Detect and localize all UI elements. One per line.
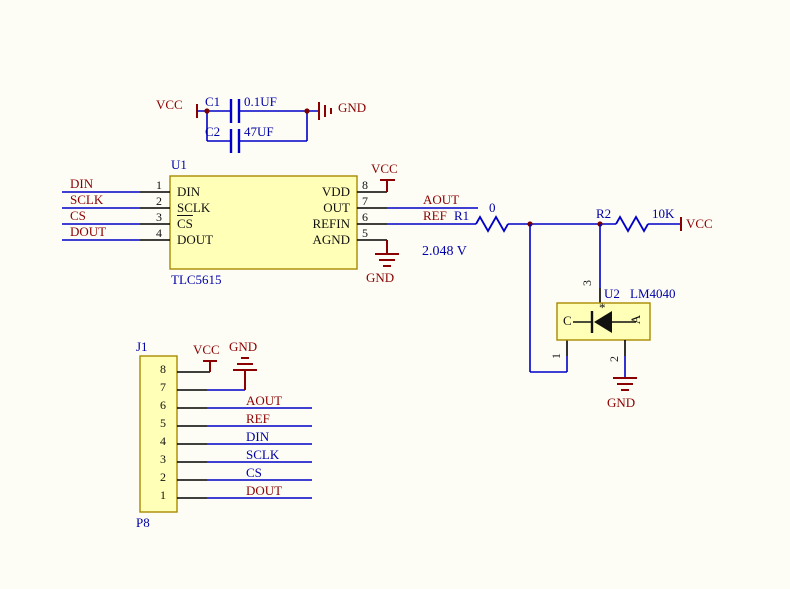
net-label-sclk-j1: SCLK: [246, 447, 280, 462]
u2-pin-number-1: 1: [549, 353, 563, 359]
power-port-gnd-u1: GND: [366, 270, 395, 285]
u1-left-pins: [62, 191, 170, 241]
j1-pin-number-2: 2: [160, 470, 166, 484]
u2-designator: U2: [604, 286, 620, 301]
ref-net-wires: [508, 221, 616, 373]
u1-pin-number-4: 4: [156, 226, 162, 240]
net-label-din-j1: DIN: [246, 429, 270, 444]
j1-part-number: P8: [136, 515, 150, 530]
net-label-ref: REF: [423, 208, 447, 223]
r1-resistor-symbol: [475, 215, 509, 233]
j1-pins: [177, 371, 312, 499]
power-port-vcc-u1: VCC: [371, 161, 398, 176]
r2-value: 10K: [652, 206, 675, 221]
u2-polarity-mark: *: [599, 300, 606, 315]
u1-pin-name-din: DIN: [177, 184, 201, 199]
u2-pin-number-3: 3: [580, 280, 594, 286]
junction-dot: [304, 108, 310, 114]
power-port-vcc-j1: VCC: [193, 342, 220, 357]
net-label-ref-j1: REF: [246, 411, 270, 426]
u1-pin-name-out: OUT: [323, 200, 350, 215]
net-label-cs: CS: [70, 208, 86, 223]
ref-voltage-annotation: 2.048 V: [422, 244, 467, 259]
u1-pin-number-1: 1: [156, 178, 162, 192]
net-label-dout-j1: DOUT: [246, 483, 283, 498]
c2-capacitor-symbol: [229, 129, 241, 153]
u2-anode-label: A: [628, 314, 644, 325]
net-label-din: DIN: [70, 176, 94, 191]
u1-pin-number-8: 8: [362, 178, 368, 192]
power-port-vcc-top: VCC: [156, 97, 183, 112]
j1-vcc-symbol: [203, 360, 217, 372]
u1-pin-name-cs: CS: [177, 216, 193, 231]
j1-pin-number-8: 8: [160, 362, 166, 376]
net-label-dout: DOUT: [70, 224, 107, 239]
u2-part-number: LM4040: [630, 286, 676, 301]
u1-pin-number-3: 3: [156, 210, 162, 224]
j1-pin-number-3: 3: [160, 452, 166, 466]
j1-gnd-symbol: [233, 357, 257, 390]
u1-vcc-symbol: [380, 179, 395, 192]
u1-designator: U1: [171, 157, 187, 172]
u1-part-number: TLC5615: [171, 272, 222, 287]
u1-pin-number-5: 5: [362, 226, 368, 240]
u1-pin-number-7: 7: [362, 194, 368, 208]
c2-value: 47UF: [244, 124, 274, 139]
c1-value: 0.1UF: [244, 94, 277, 109]
u1-pin-name-agnd: AGND: [312, 232, 350, 247]
c1-capacitor-symbol: [229, 99, 241, 123]
power-port-gnd-top: GND: [338, 100, 367, 115]
r2-resistor-symbol: [615, 215, 681, 233]
r1-value: 0: [489, 200, 496, 215]
net-label-cs-j1: CS: [246, 465, 262, 480]
c2-designator: C2: [205, 124, 221, 139]
u2-pin-number-2: 2: [607, 356, 621, 362]
u2-gnd-symbol: [613, 377, 637, 391]
decoupling-wires: [197, 108, 318, 142]
j1-pin-number-1: 1: [160, 488, 166, 502]
net-label-sclk: SCLK: [70, 192, 104, 207]
j1-pin-number-6: 6: [160, 398, 166, 412]
u1-pin-name-vdd: VDD: [321, 184, 350, 199]
c1-designator: C1: [205, 94, 221, 109]
u1-pin-number-2: 2: [156, 194, 162, 208]
j1-pin-number-7: 7: [160, 380, 166, 394]
gnd-power-symbol-top: [318, 102, 332, 120]
r1-designator: R1: [454, 208, 470, 223]
net-label-aout: AOUT: [423, 192, 460, 207]
power-port-gnd-j1: GND: [229, 339, 258, 354]
u1-pin-name-sclk: SCLK: [177, 200, 211, 215]
u1-right-pins: [357, 191, 478, 241]
power-port-vcc-right: VCC: [686, 216, 713, 231]
r2-designator: R2: [596, 206, 612, 221]
junction-dot: [204, 108, 210, 114]
j1-body: [139, 355, 178, 513]
j1-pin-number-4: 4: [160, 434, 166, 448]
j1-designator: J1: [136, 339, 148, 354]
u1-pin-name-dout: DOUT: [177, 232, 214, 247]
u1-pin-number-6: 6: [362, 210, 368, 224]
power-port-gnd-u2: GND: [607, 395, 636, 410]
u1-body: [169, 175, 358, 270]
u2-cathode-label: C: [563, 313, 572, 328]
net-label-aout-j1: AOUT: [246, 393, 283, 408]
u2-diode-symbol: [573, 311, 636, 333]
u1-pin-name-refin: REFIN: [312, 216, 350, 231]
u1-gnd-symbol: [375, 240, 399, 267]
j1-pin-number-5: 5: [160, 416, 166, 430]
